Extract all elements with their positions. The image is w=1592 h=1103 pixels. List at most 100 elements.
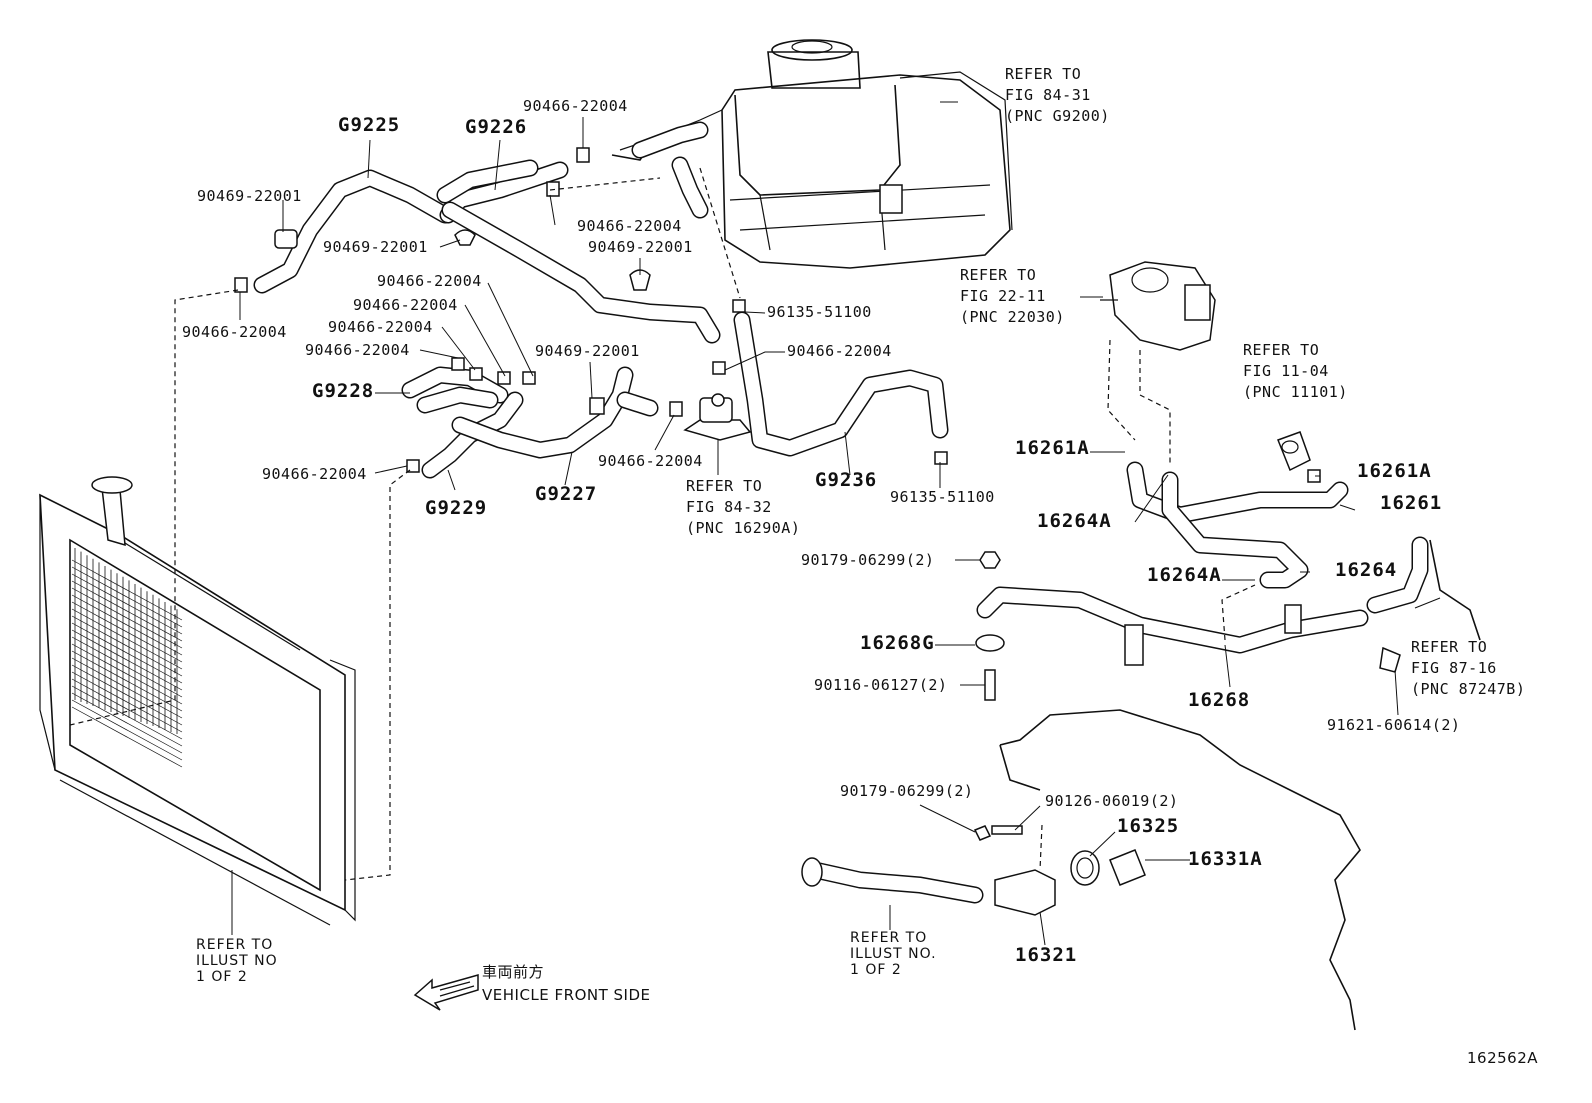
radiator-fin	[71, 678, 183, 740]
ref-line: FIG 87-16	[1411, 659, 1497, 677]
radiator-fin	[71, 643, 183, 705]
ref-line: (PNC 87247B)	[1411, 680, 1526, 698]
hose-g9228	[401, 366, 509, 414]
label-g9229: G9229	[425, 497, 488, 519]
radiator-fin	[71, 650, 183, 712]
ref-line: REFER TO	[196, 937, 274, 953]
label-16261: 16261	[1380, 492, 1443, 514]
ref-illust-1-radiator: REFER TO ILLUST NO 1 OF 2	[196, 937, 278, 985]
label-16261a-top: 16261A	[1015, 437, 1090, 459]
radiator-fin	[71, 692, 183, 754]
label-clamp-2: 90466-22004	[577, 217, 682, 235]
radiator-fin	[71, 699, 183, 761]
label-clip-3: 90469-22001	[588, 238, 693, 256]
radiator-fin	[71, 601, 183, 663]
ref-line: REFER TO	[1005, 65, 1082, 83]
ref-fig-84-32: REFER TO FIG 84-32 (PNC 16290A)	[686, 476, 800, 539]
ref-line: (PNC G9200)	[1005, 107, 1110, 125]
label-clamp-4: 90466-22004	[377, 272, 482, 290]
label-16331a: 16331A	[1188, 848, 1263, 870]
vehicle-front-arrow	[413, 974, 479, 1011]
label-16264a-top: 16264A	[1037, 510, 1112, 532]
ref-fig-11-04: REFER TO FIG 11-04 (PNC 11101)	[1243, 340, 1348, 403]
ref-line: ILLUST NO.	[850, 946, 937, 962]
hose-16264	[1161, 471, 1309, 589]
label-g9226: G9226	[465, 116, 528, 138]
label-hose-clip-1: 96135-51100	[767, 303, 872, 321]
thermostat-parts	[801, 825, 1146, 916]
label-clamp-1: 90466-22004	[523, 97, 628, 115]
ref-illust-1-hose: REFER TO ILLUST NO. 1 OF 2	[850, 930, 937, 978]
fitting-11101	[1277, 431, 1321, 483]
label-g9236: G9236	[815, 469, 878, 491]
engine-outline	[999, 709, 1361, 1031]
label-nut-90179-b: 90179-06299(2)	[840, 782, 974, 800]
hose-g9236	[733, 311, 949, 457]
label-bolt-91621: 91621-60614(2)	[1327, 716, 1461, 734]
label-g9227: G9227	[535, 483, 598, 505]
label-clamp-5: 90466-22004	[353, 296, 458, 314]
radiator-fin	[71, 685, 183, 747]
label-16264: 16264	[1335, 559, 1398, 581]
ref-line: FIG 84-32	[686, 498, 772, 516]
label-stud-90126: 90126-06019(2)	[1045, 792, 1179, 810]
dashed-lines	[69, 167, 1256, 881]
ref-line: REFER TO	[686, 477, 763, 495]
ref-line: (PNC 16290A)	[686, 519, 801, 537]
long-pipe	[441, 121, 721, 344]
label-clamp-7: 90466-22004	[305, 341, 410, 359]
ref-line: REFER TO	[960, 266, 1037, 284]
clamps	[234, 147, 948, 473]
radiator-fin	[71, 587, 183, 649]
ref-line: FIG 22-11	[960, 287, 1046, 305]
vehicle-front-label: VEHICLE FRONT SIDE	[482, 986, 651, 1004]
radiator-fin	[71, 657, 183, 719]
label-nut-90179-a: 90179-06299(2)	[801, 551, 935, 569]
radiator-fin	[71, 566, 183, 628]
label-clip-1: 90469-22001	[197, 187, 302, 205]
radiator-fin	[71, 559, 183, 621]
radiator-fin	[71, 594, 183, 656]
radiator-fin	[71, 629, 183, 691]
ref-line: REFER TO	[850, 930, 928, 946]
vehicle-front-label-jp: 車両前方	[482, 963, 545, 981]
radiator-fin	[71, 622, 183, 684]
label-16268: 16268	[1188, 689, 1251, 711]
radiator-fin	[71, 580, 183, 642]
radiator-fin	[71, 706, 183, 768]
ref-line: REFER TO	[1411, 638, 1488, 656]
label-clamp-6: 90466-22004	[328, 318, 433, 336]
radiator-fin	[71, 636, 183, 698]
label-16268g: 16268G	[860, 632, 935, 654]
hose-16261	[1126, 461, 1349, 524]
water-valve	[683, 393, 752, 441]
label-16261a-right: 16261A	[1357, 460, 1432, 482]
label-stud-90116: 90116-06127(2)	[814, 676, 948, 694]
label-clamp-8: 90466-22004	[787, 342, 892, 360]
label-16321: 16321	[1015, 944, 1078, 966]
label-g9225: G9225	[338, 114, 401, 136]
ref-line: FIG 11-04	[1243, 362, 1329, 380]
radiator-fin	[71, 671, 183, 733]
diagram-code: 162562A	[1467, 1049, 1539, 1067]
leader-lines	[231, 101, 1441, 946]
ref-line: 1 OF 2	[196, 969, 248, 985]
label-clip-2: 90469-22001	[323, 238, 428, 256]
radiator-core	[71, 548, 183, 768]
ref-line: 1 OF 2	[850, 962, 902, 978]
hose-g9225	[253, 169, 454, 294]
ref-line: FIG 84-31	[1005, 86, 1091, 104]
radiator-fin	[71, 608, 183, 670]
ref-fig-87-16: REFER TO FIG 87-16 (PNC 87247B)	[1411, 637, 1525, 700]
throttle-body	[1100, 261, 1216, 351]
radiator	[39, 476, 356, 926]
label-clamp-9: 90466-22004	[262, 465, 367, 483]
label-hose-clip-2: 96135-51100	[890, 488, 995, 506]
label-clip-4: 90469-22001	[535, 342, 640, 360]
ref-fig-84-31: REFER TO FIG 84-31 (PNC G9200)	[1005, 64, 1110, 127]
ref-line: ILLUST NO	[196, 953, 278, 969]
hose-g9227	[451, 366, 659, 459]
label-clamp-10: 90466-22004	[598, 452, 703, 470]
